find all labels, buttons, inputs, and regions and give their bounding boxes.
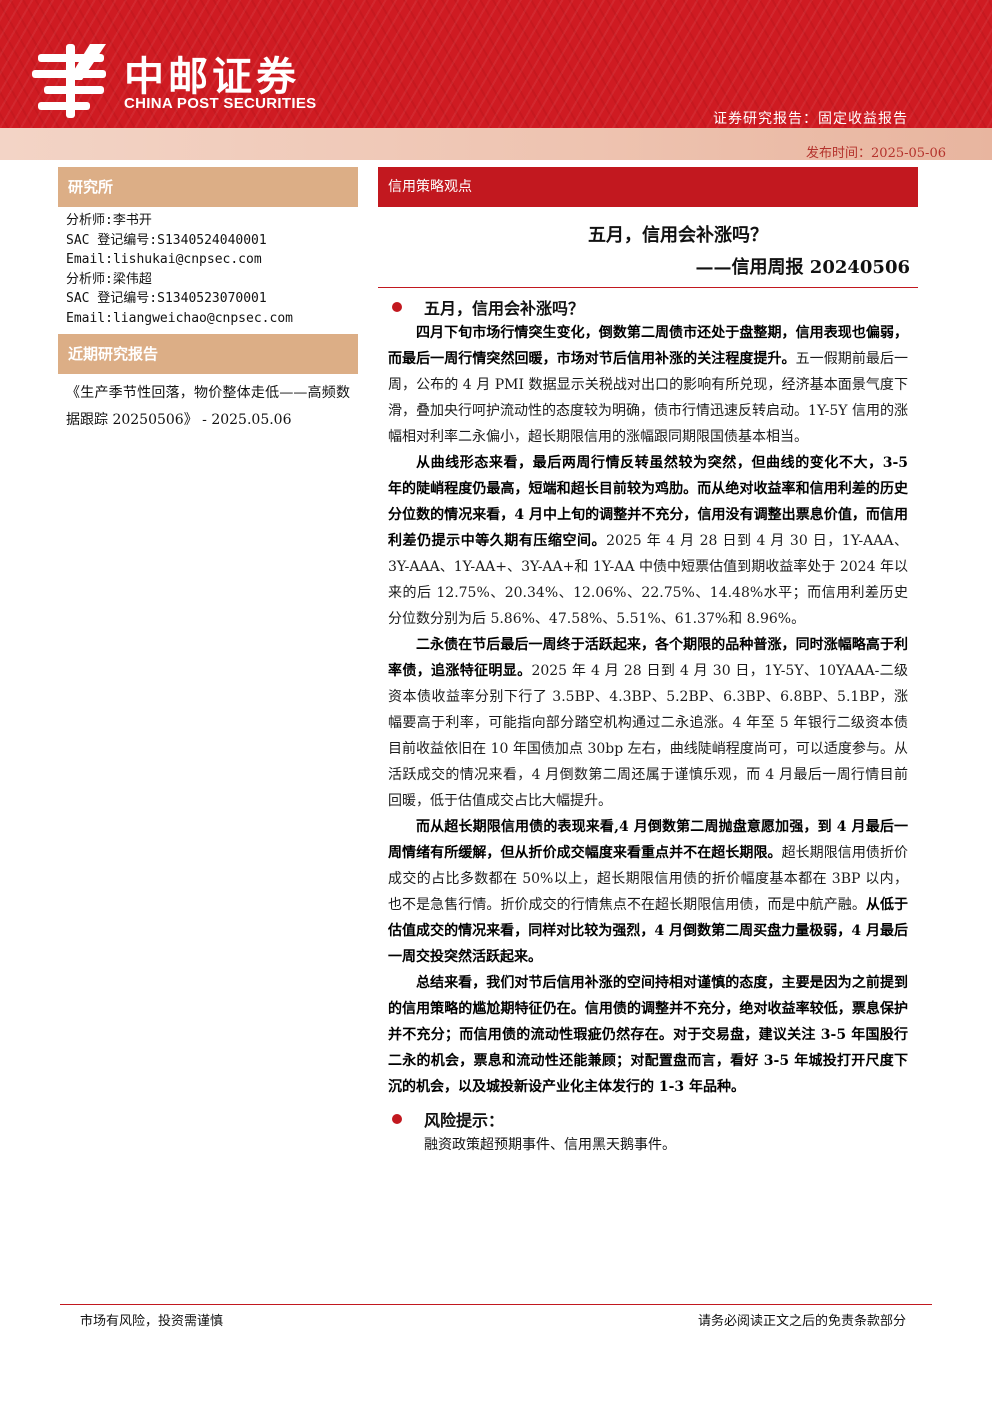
paragraph: 四月下旬市场行情突生变化，倒数第二周债市还处于盘整期，信用表现也偏弱，而最后一周… (388, 320, 908, 450)
paragraph-text: 超长期限信用债折价成交的占比多数都在 50%以上，超长期限信用债的折价幅度基本都… (388, 845, 909, 913)
bullet-dot-icon (392, 1114, 402, 1124)
recent-reports-heading: 近期研究报告 (58, 334, 358, 374)
sidebar: 研究所 分析师:李书开 SAC 登记编号:S1340524040001 Emai… (58, 167, 358, 440)
paragraph-bold: 从低于估值成交的情况来看，同样对比较为强烈，4 月倒数第二周买盘力量极弱，4 月… (388, 897, 909, 965)
report-type-label: 证券研究报告：固定收益报告 (713, 111, 908, 127)
publish-date: 发布时间：2025-05-06 (806, 146, 946, 160)
report-title: 五月，信用会补涨吗？ (588, 225, 768, 246)
paragraph: 从曲线形态来看，最后两周行情反转虽然较为突然，但曲线的变化不大，3-5 年的陡峭… (388, 450, 908, 632)
paragraph: 总结来看，我们对节后信用补涨的空间持相对谨慎的态度，主要是因为之前提到的信用策略… (388, 970, 908, 1100)
paragraph-text: 2025 年 4 月 28 日到 4 月 30 日，1Y-AAA、3Y-AAA、… (388, 533, 909, 627)
analyst-line: 分析师:梁伟超 (66, 271, 152, 287)
paragraph: 而从超长期限信用债的表现来看,4 月倒数第二周抛盘意愿加强，到 4 月最后一周情… (388, 814, 908, 970)
analyst-line: SAC 登记编号:S1340524040001 (66, 232, 267, 248)
brand-name-cn: 中邮证券 (124, 54, 300, 100)
title-divider (378, 287, 918, 288)
recent-report-link[interactable]: 《生产季节性回落，物价整体走低——高频数据跟踪 20250506》 - 2025… (66, 385, 350, 428)
china-post-logo-icon (32, 44, 106, 118)
banner-strip (0, 128, 992, 160)
risk-heading-text: 风险提示： (424, 1111, 505, 1130)
paragraph-bold: 二永债在节后最后一周终于活跃起来，各个期限的品种普涨，同时涨幅略高于利率债，追涨… (388, 637, 908, 679)
brand-name-en: CHINA POST SECURITIES (124, 95, 317, 112)
paragraph: 二永债在节后最后一周终于活跃起来，各个期限的品种普涨，同时涨幅略高于利率债，追涨… (388, 632, 908, 814)
header-banner: 中邮证券 CHINA POST SECURITIES 证券研究报告：固定收益报告… (0, 0, 992, 160)
paragraph-bold: 四月下旬市场行情突生变化，倒数第二周债市还处于盘整期，信用表现也偏弱，而最后一周… (388, 325, 908, 367)
risk-heading: 风险提示： (378, 1106, 918, 1132)
main-content: 信用策略观点 五月，信用会补涨吗？ ——信用周报 20240506 五月，信用会… (378, 167, 918, 1158)
analyst-email[interactable]: Email:lishukai@cnpsec.com (66, 252, 262, 267)
institute-heading: 研究所 (58, 167, 358, 207)
footer-divider (60, 1304, 932, 1305)
paragraph-bold: 总结来看，我们对节后信用补涨的空间持相对谨慎的态度，主要是因为之前提到的信用策略… (388, 975, 908, 1095)
bullet-heading: 五月，信用会补涨吗？ (378, 294, 918, 320)
analyst-info: 分析师:李书开 SAC 登记编号:S1340524040001 Email:li… (58, 207, 358, 334)
bullet-dot-icon (392, 302, 402, 312)
bullet-heading-text: 五月，信用会补涨吗？ (424, 299, 585, 318)
paragraph-bold: 从曲线形态来看，最后两周行情反转虽然较为突然，但曲线的变化不大，3-5 年的陡峭… (388, 455, 908, 549)
body-text: 四月下旬市场行情突生变化，倒数第二周债市还处于盘整期，信用表现也偏弱，而最后一周… (388, 320, 908, 1100)
footer-left-text: 市场有风险，投资需谨慎 (80, 1314, 224, 1329)
footer-right-text: 请务必阅读正文之后的免责条款部分 (697, 1314, 906, 1329)
paragraph-text: 五一假期前最后一周，公布的 4 月 PMI 数据显示关税战对出口的影响有所兑现，… (388, 351, 908, 445)
paragraph-bold: 而从超长期限信用债的表现来看,4 月倒数第二周抛盘意愿加强，到 4 月最后一周情… (388, 819, 908, 861)
report-subtitle: ——信用周报 20240506 (695, 257, 910, 278)
section-label: 信用策略观点 (378, 167, 918, 207)
analyst-line: SAC 登记编号:S1340523070001 (66, 291, 267, 306)
analyst-line: 分析师:李书开 (66, 213, 152, 228)
analyst-email[interactable]: Email:liangweichao@cnpsec.com (66, 310, 293, 326)
risk-text: 融资政策超预期事件、信用黑天鹅事件。 (424, 1137, 676, 1153)
paragraph-text: 2025 年 4 月 28 日到 4 月 30 日，1Y-5Y、10YAAA-二… (388, 663, 908, 809)
